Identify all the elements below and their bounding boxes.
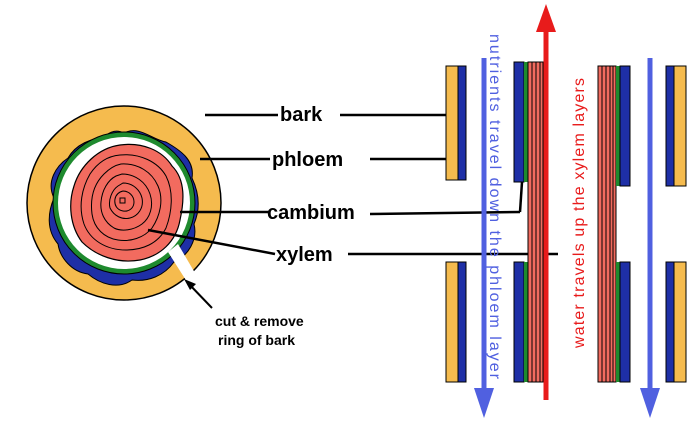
inner-left-top xyxy=(514,62,528,182)
xylem-strip-left xyxy=(528,62,546,382)
left-column-top xyxy=(446,66,466,180)
label-cambium: cambium xyxy=(267,202,355,224)
trunk-cross-section xyxy=(27,106,221,300)
nutrients-label: nutrients travel down the phloem layer xyxy=(486,34,503,380)
label-cut-line1: cut & remove xyxy=(215,313,304,329)
xylem-core xyxy=(71,144,183,261)
inner-right-bottom xyxy=(616,262,630,382)
left-column-bottom xyxy=(446,262,466,382)
label-xylem: xylem xyxy=(276,244,333,266)
inner-right-top xyxy=(616,66,630,186)
label-bark: bark xyxy=(280,104,323,126)
label-cut-line2: ring of bark xyxy=(218,332,295,348)
xylem-strip-right xyxy=(598,66,616,382)
water-label: water travels up the xylem layers xyxy=(571,78,588,349)
right-column-bottom xyxy=(666,262,686,382)
longitudinal-section: nutrients travel down the phloem layer w… xyxy=(446,4,686,418)
right-column-top xyxy=(666,66,686,186)
label-phloem: phloem xyxy=(272,149,343,171)
nutrient-down-arrow-right xyxy=(640,58,660,418)
inner-left-bottom xyxy=(514,262,528,382)
